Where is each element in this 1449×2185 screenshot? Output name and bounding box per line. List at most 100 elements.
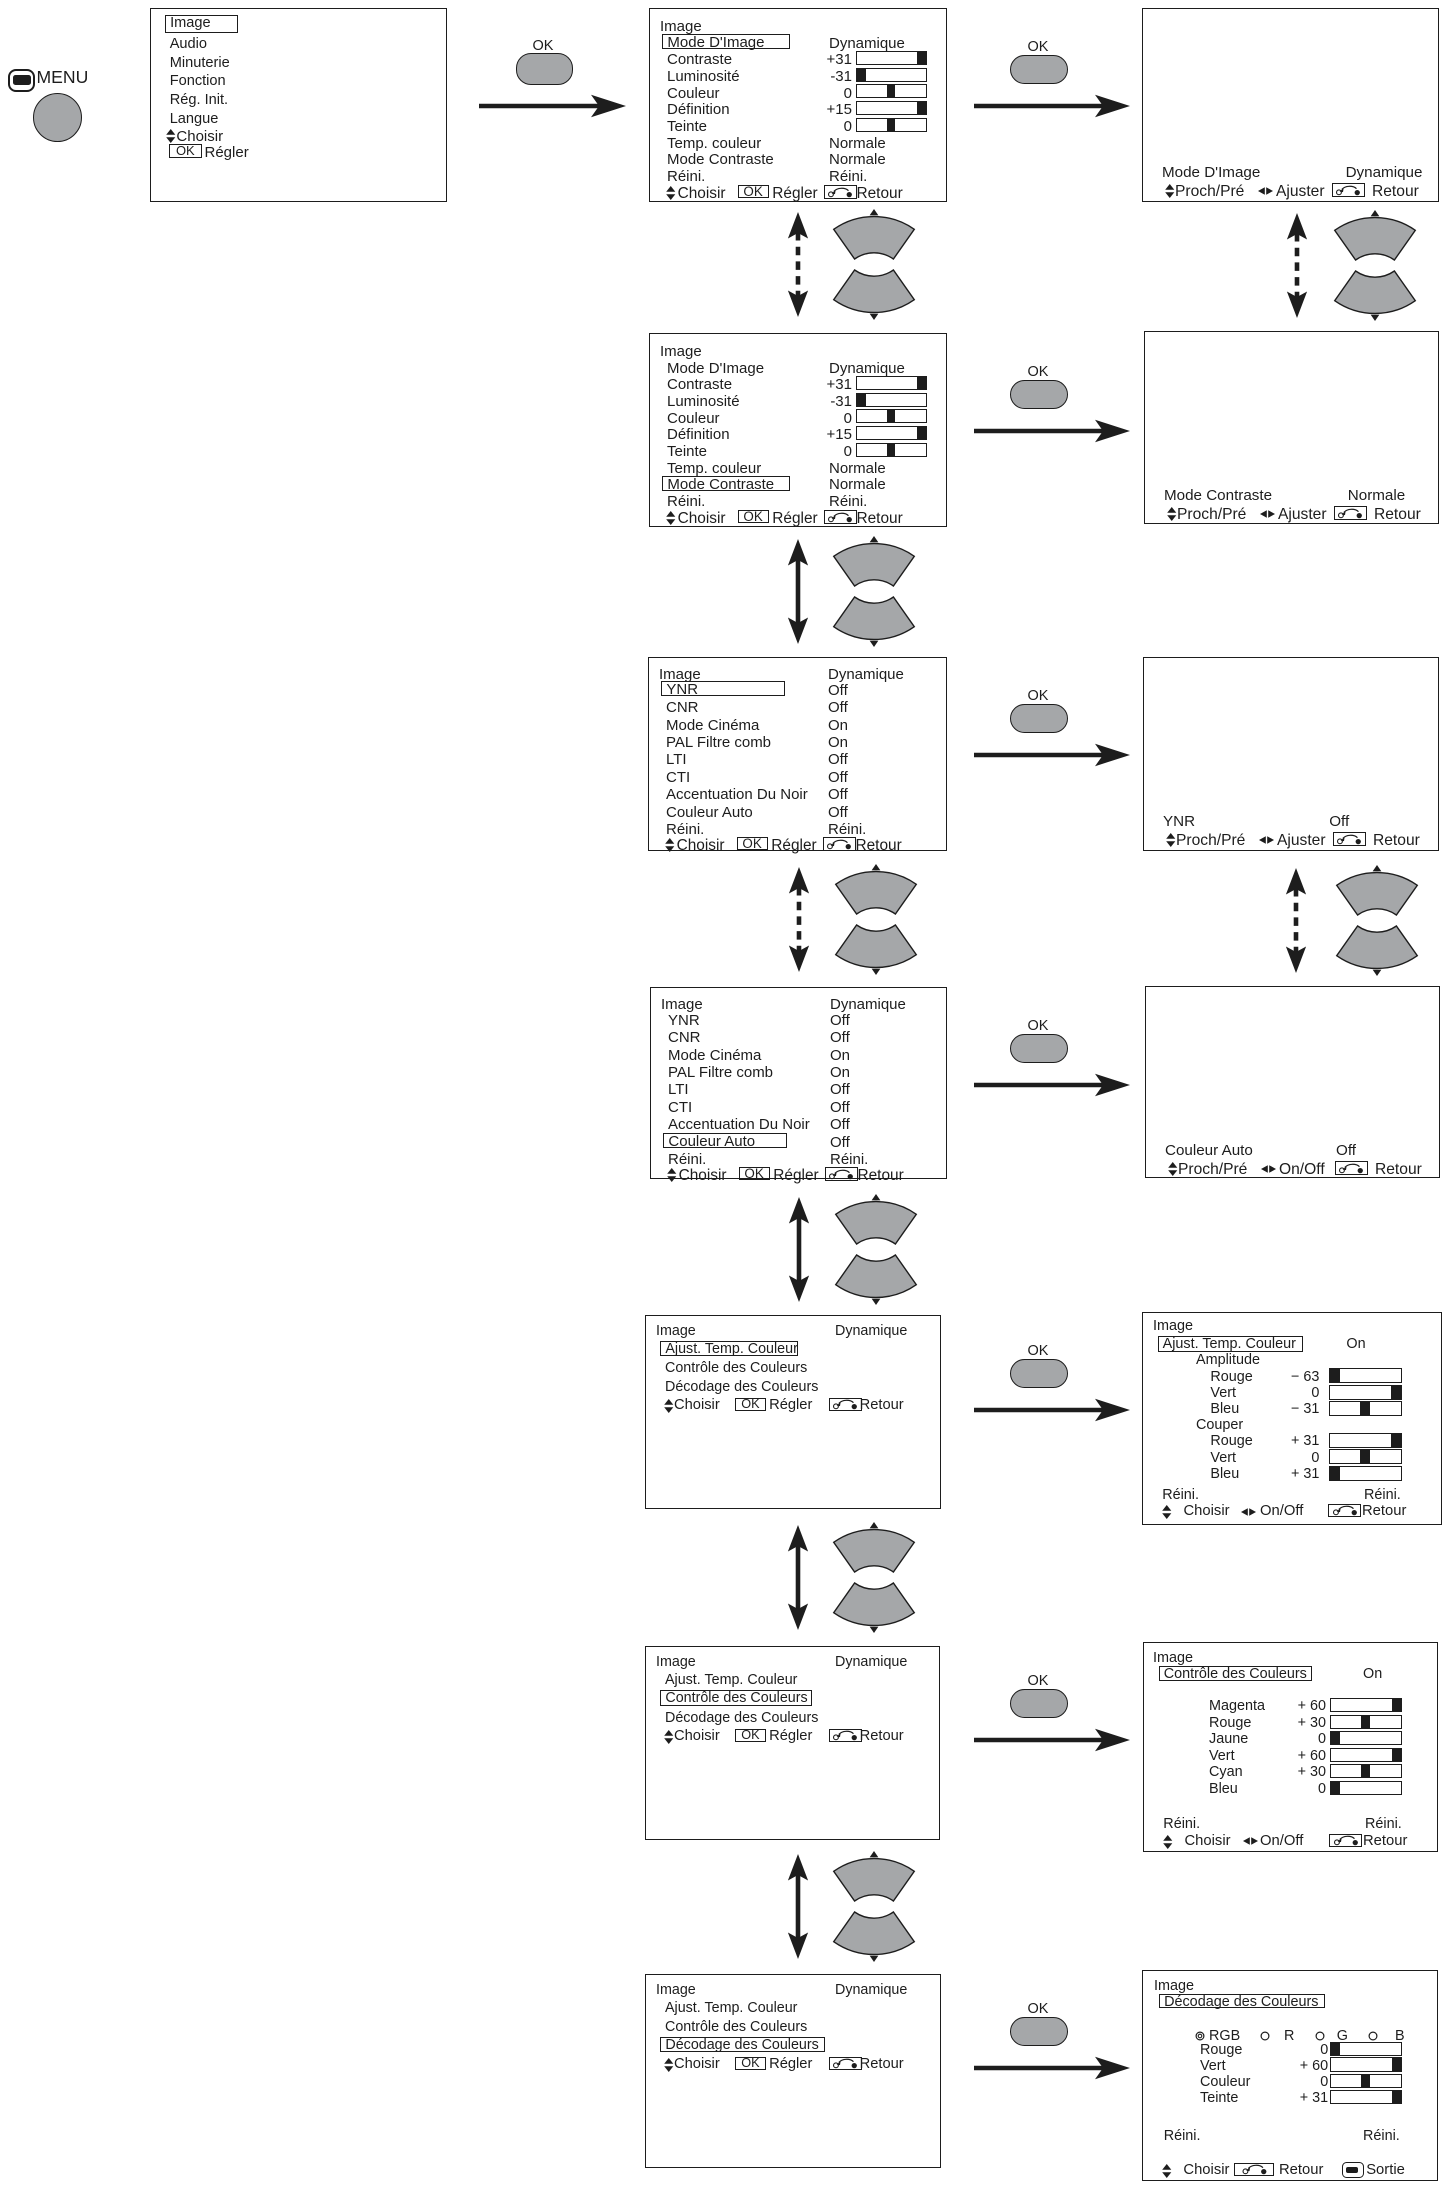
menu-button-icon[interactable] bbox=[8, 69, 35, 92]
row-reini[interactable]: Réini.Réini. bbox=[649, 822, 946, 838]
ok-button[interactable] bbox=[1010, 1688, 1068, 1718]
row-teinte[interactable]: Teinte+ 31 bbox=[1143, 2089, 1437, 2107]
row-controle-des-couleurs[interactable]: Contrôle des Couleurs bbox=[646, 1690, 939, 1708]
ok-button[interactable] bbox=[1010, 1358, 1068, 1388]
channel-rocker-buttons[interactable] bbox=[834, 1193, 918, 1305]
ok-button[interactable] bbox=[1010, 2016, 1068, 2046]
rocker-down-button[interactable] bbox=[834, 923, 918, 968]
row-reini[interactable]: Réini.Réini. bbox=[1144, 1816, 1437, 1833]
row-decodage-des-couleurs[interactable]: Décodage des Couleurs bbox=[1143, 1994, 1437, 2012]
row-reini[interactable]: Réini.Réini. bbox=[650, 169, 946, 185]
row-rouge[interactable]: Rouge+ 30 bbox=[1144, 1714, 1437, 1732]
row-controle-des-couleurs[interactable]: Contrôle des Couleurs bbox=[646, 1360, 940, 1377]
rocker-down-button[interactable] bbox=[832, 1910, 916, 1955]
row-ajust-temp-couleur[interactable]: Ajust. Temp. Couleur bbox=[646, 2001, 940, 2017]
rocker-up-button[interactable] bbox=[1335, 871, 1419, 916]
row-reini[interactable]: Réini.Réini. bbox=[1143, 1487, 1441, 1504]
row-bleu[interactable]: Bleu− 31 bbox=[1143, 1400, 1441, 1418]
rocker-down-button[interactable] bbox=[1335, 924, 1419, 969]
channel-rocker-buttons[interactable] bbox=[832, 1850, 916, 1962]
rocker-up-button[interactable] bbox=[1333, 216, 1417, 261]
row-magenta[interactable]: Magenta+ 60 bbox=[1144, 1698, 1437, 1715]
radio-label-b[interactable]: B bbox=[1395, 2027, 1405, 2044]
rocker-up-button[interactable] bbox=[832, 1528, 916, 1573]
row-reini[interactable]: Réini.Réini. bbox=[651, 1152, 946, 1168]
row-minuterie[interactable]: Minuterie bbox=[151, 55, 446, 72]
menu-button[interactable] bbox=[32, 92, 82, 142]
row-reg-init[interactable]: Rég. Init. bbox=[151, 93, 446, 109]
rocker-down-button[interactable] bbox=[832, 268, 916, 313]
row-langue[interactable]: Langue bbox=[151, 112, 446, 128]
row-reini[interactable]: Réini.Réini. bbox=[650, 494, 946, 510]
row-vert[interactable]: Vert+ 60 bbox=[1144, 1747, 1437, 1765]
radio-label-r[interactable]: R bbox=[1284, 2027, 1295, 2044]
row-ajust-temp-couleur[interactable]: Ajust. Temp. Couleur bbox=[646, 1340, 940, 1358]
row-amplitude[interactable]: Amplitude bbox=[1143, 1353, 1441, 1369]
radio-label-g[interactable]: G bbox=[1336, 2027, 1348, 2044]
rocker-down-button[interactable] bbox=[832, 595, 916, 640]
ok-button[interactable] bbox=[1010, 703, 1068, 733]
channel-rocker-buttons[interactable] bbox=[832, 208, 916, 320]
channel-rocker-buttons[interactable] bbox=[834, 863, 918, 975]
row-decodage-des-couleurs[interactable]: Décodage des Couleurs bbox=[646, 2037, 940, 2055]
rocker-down-button[interactable] bbox=[1333, 269, 1417, 314]
row-controle-des-couleurs[interactable]: Contrôle des Couleurs bbox=[646, 2019, 940, 2036]
channel-rocker-buttons[interactable] bbox=[832, 535, 916, 647]
row-decodage-des-couleurs[interactable]: Décodage des Couleurs bbox=[646, 1379, 940, 1396]
row-couper[interactable]: Couper bbox=[1143, 1418, 1441, 1434]
row-reini[interactable]: Réini.Réini. bbox=[1143, 2128, 1437, 2145]
row-bleu[interactable]: Bleu+ 31 bbox=[1143, 1465, 1441, 1483]
rocker-up-button[interactable] bbox=[832, 215, 916, 260]
radio-label-rgb[interactable]: RGB bbox=[1209, 2027, 1241, 2044]
rocker-down-button[interactable] bbox=[834, 1253, 918, 1298]
rocker-up-button[interactable] bbox=[834, 870, 918, 915]
ok-button[interactable] bbox=[1010, 54, 1068, 84]
row-image[interactable]: Image bbox=[151, 15, 446, 34]
ok-button[interactable] bbox=[1010, 1033, 1068, 1063]
row-fonction[interactable]: Fonction bbox=[151, 74, 446, 90]
rocker-up-button[interactable] bbox=[832, 542, 916, 587]
row-contraste[interactable]: Contraste+31 bbox=[650, 376, 946, 393]
channel-rocker-buttons[interactable] bbox=[832, 1521, 916, 1633]
ok-button[interactable] bbox=[1010, 379, 1068, 409]
channel-rocker-buttons[interactable] bbox=[1333, 209, 1417, 321]
row-cyan[interactable]: Cyan+ 30 bbox=[1144, 1764, 1437, 1781]
rocker-up-button[interactable] bbox=[834, 1200, 918, 1245]
rocker-down-button[interactable] bbox=[832, 1581, 916, 1626]
row-luminosite[interactable]: Luminosité-31 bbox=[650, 392, 946, 410]
